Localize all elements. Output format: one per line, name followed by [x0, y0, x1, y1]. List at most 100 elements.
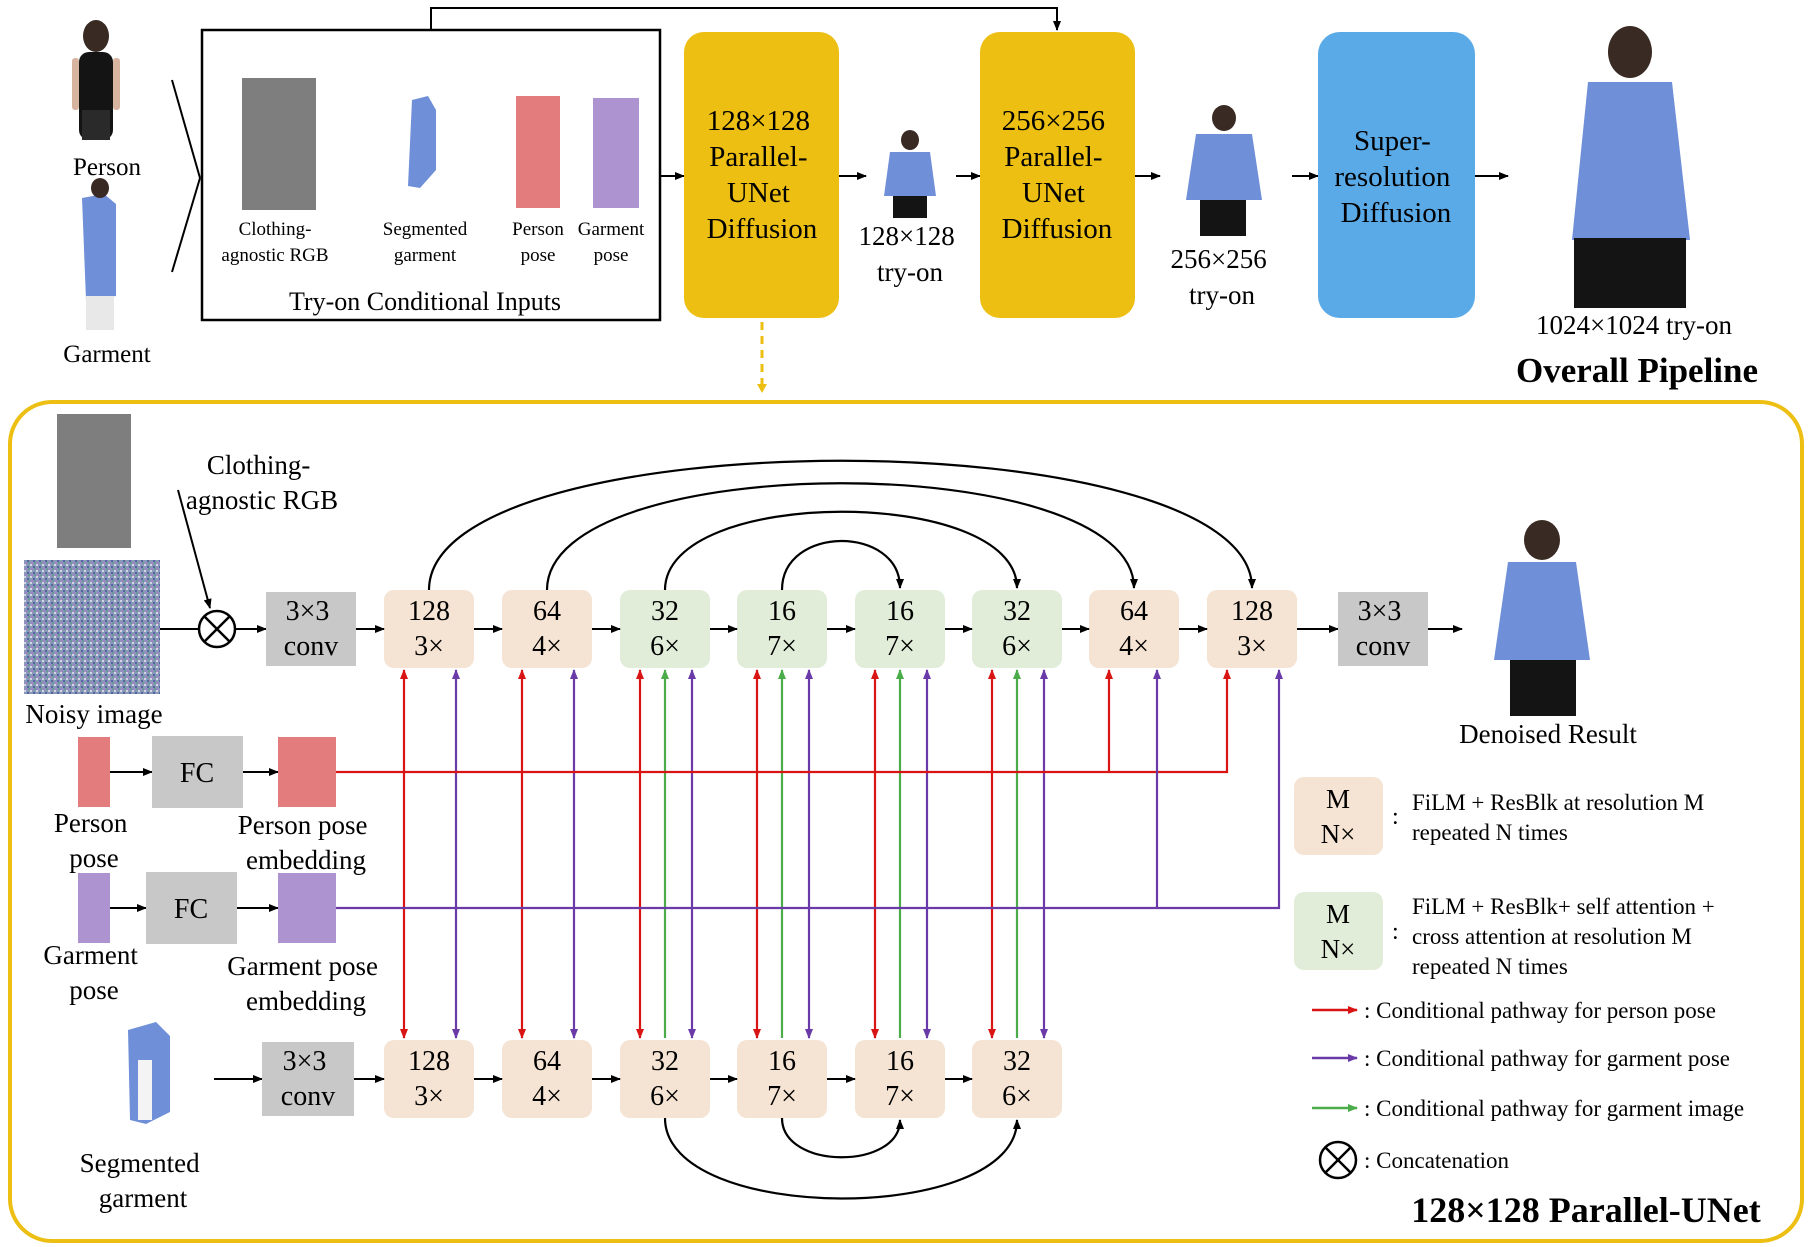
legend-attn-n: N× [1321, 934, 1356, 964]
garment-pose-label: Garment pose [43, 940, 144, 1005]
conv-bottom[interactable] [262, 1042, 354, 1116]
red-path-horizontal [336, 669, 1231, 774]
legend-attn-text: FiLM + ResBlk+ self attention + cross at… [1412, 894, 1721, 979]
bottom-block-rep-3: 7× [767, 1081, 797, 1112]
legend-concat-text: : Concatenation [1364, 1148, 1509, 1173]
skip-arc-2 [663, 510, 1021, 591]
fc-person[interactable] [152, 736, 243, 808]
output2-label: 256×256 try-on [1171, 244, 1274, 310]
bottom-block-res-3: 16 [768, 1046, 796, 1077]
garment-pose-thumb [593, 98, 639, 208]
conv-top-label: 3×3 conv [284, 596, 338, 662]
output2-image [1186, 105, 1262, 236]
bottom-block-2[interactable] [620, 1040, 710, 1118]
bottom-block-0[interactable] [384, 1040, 474, 1118]
stage2-label: 256×256 Parallel- UNet Diffusion [1002, 105, 1113, 245]
stage1-box[interactable] [684, 32, 839, 318]
person-pose-label: Person pose [54, 808, 134, 873]
bottom-block-res-0: 128 [408, 1046, 450, 1077]
top-block-0[interactable] [384, 590, 474, 668]
conv-top[interactable] [266, 592, 356, 666]
bottom-block-1[interactable] [502, 1040, 592, 1118]
top-block-5[interactable] [972, 590, 1062, 668]
bottom-block-res-5: 32 [1003, 1046, 1031, 1077]
legend-film-colon: : [1392, 804, 1399, 830]
legend-green-text: : Conditional pathway for garment image [1364, 1096, 1744, 1121]
bottom-block-4[interactable] [855, 1040, 945, 1118]
skip-connections [427, 459, 1256, 1200]
top-block-7[interactable] [1207, 590, 1297, 668]
output1-image [884, 130, 936, 218]
legend-film-n: N× [1321, 819, 1356, 849]
top-block-rep-6: 4× [1119, 631, 1149, 662]
noisy-image-label: Noisy image [25, 699, 162, 729]
stage3-box[interactable] [1318, 32, 1475, 318]
top-block-res-2: 32 [651, 596, 679, 627]
top-block-4[interactable] [855, 590, 945, 668]
legend-concat-icon [1318, 1140, 1358, 1180]
stage1-label: 128×128 Parallel- UNet Diffusion [707, 105, 818, 245]
top-block-rep-4: 7× [885, 631, 915, 662]
segmented-garment-label: Segmented garment [80, 1148, 207, 1213]
concat-symbol [197, 609, 237, 649]
bottom-block-5[interactable] [972, 1040, 1062, 1118]
person-pose-thumb [516, 96, 560, 208]
chain-arrows [354, 625, 1339, 1083]
top-block-2[interactable] [620, 590, 710, 668]
legend: M N× : FiLM + ResBlk at resolution M rep… [1294, 777, 1744, 1180]
final-image [1572, 26, 1690, 308]
purple-path-horizontal [336, 669, 1283, 910]
denoised-label: Denoised Result [1459, 719, 1637, 749]
top-block-rep-3: 7× [767, 631, 797, 662]
inputs-caption: Try-on Conditional Inputs [289, 287, 561, 316]
fc-person-label: FC [180, 758, 214, 789]
bottom-block-3[interactable] [737, 1040, 827, 1118]
person-pose-embedding [278, 737, 336, 807]
unet-title: 128×128 Parallel-UNet [1411, 1190, 1760, 1230]
garment-to-inputs-line [171, 177, 201, 273]
input-label-0: Clothing-agnostic RGB [221, 219, 328, 266]
person-to-inputs-line [171, 79, 201, 179]
legend-purple-text: : Conditional pathway for garment pose [1364, 1046, 1730, 1071]
legend-attn-m: M [1326, 899, 1350, 929]
fc-garment-label: FC [174, 894, 208, 925]
top-block-rep-1: 4× [532, 631, 562, 662]
top-block-1[interactable] [502, 590, 592, 668]
legend-attn-block [1294, 892, 1383, 970]
garment-pose-input [78, 873, 110, 943]
bottom-block-rep-0: 3× [414, 1081, 444, 1112]
clothing-to-concat-line [177, 489, 212, 609]
bottom-block-res-2: 32 [651, 1046, 679, 1077]
fc-garment[interactable] [146, 872, 237, 944]
bottom-arc-1 [780, 1117, 904, 1159]
top-block-rep-0: 3× [414, 631, 444, 662]
top-block-3[interactable] [737, 590, 827, 668]
segmented-garment-image [128, 1022, 170, 1124]
legend-film-block [1294, 777, 1383, 855]
top-block-res-5: 32 [1003, 596, 1031, 627]
top-block-6[interactable] [1089, 590, 1179, 668]
top-block-res-6: 64 [1120, 596, 1148, 627]
output1-label: 128×128 try-on [859, 221, 962, 287]
skip-arc-1 [545, 482, 1138, 591]
bottom-block-rep-2: 6× [650, 1081, 680, 1112]
unet-panel [8, 400, 1804, 1243]
segmented-garment-thumb [408, 96, 436, 188]
top-block-res-3: 16 [768, 596, 796, 627]
stage2-box[interactable] [980, 32, 1135, 318]
bottom-arc-0 [663, 1117, 1021, 1200]
top-block-res-7: 128 [1231, 596, 1273, 627]
clothing-agnostic-label: Clothing- agnostic RGB [186, 450, 338, 515]
overall-pipeline: Person Garment Clothing-agnostic RGBSegm… [63, 7, 1758, 393]
top-block-res-0: 128 [408, 596, 450, 627]
legend-film-m: M [1326, 784, 1350, 814]
person-pose-input [78, 737, 110, 807]
pipeline-title: Overall Pipeline [1516, 351, 1758, 390]
conv-out[interactable] [1338, 592, 1428, 666]
legend-red-text: : Conditional pathway for person pose [1364, 998, 1716, 1023]
